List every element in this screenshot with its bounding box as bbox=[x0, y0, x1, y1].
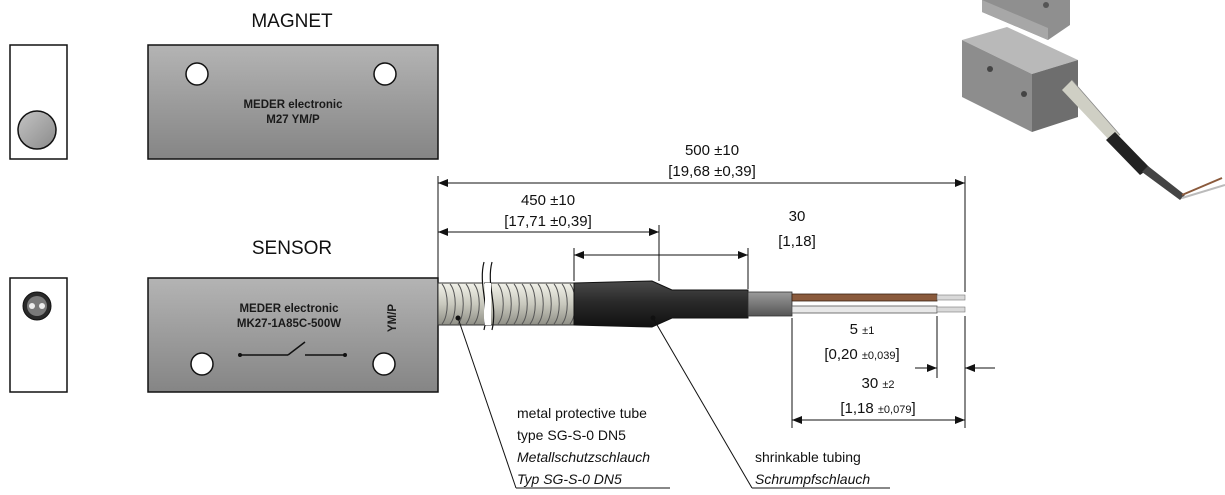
magnet-engraving-brand: MEDER electronic bbox=[243, 99, 343, 111]
callout-tube-line4: Typ SG-S-0 DN5 bbox=[517, 471, 622, 487]
tube-coil bbox=[537, 283, 544, 325]
sensor-engraving-side: YM/P bbox=[387, 304, 399, 332]
callout-tube-line3: Metallschutzschlauch bbox=[517, 449, 650, 465]
magnet-body: MEDER electronic M27 YM/P bbox=[147, 44, 439, 160]
wire-white-bare-end bbox=[936, 306, 966, 313]
wires bbox=[791, 293, 966, 314]
metal-protective-tube bbox=[437, 261, 579, 331]
wire-brown-bare-end bbox=[936, 294, 966, 301]
wire-brown bbox=[791, 293, 938, 302]
dimension-lines bbox=[437, 176, 995, 428]
dim-wire-value: 30 ±2 bbox=[861, 375, 894, 392]
sensor-mounting-hole-right bbox=[372, 352, 396, 376]
callout-shrink-line1: shrinkable tubing bbox=[755, 449, 861, 465]
dim-strip-inch: [0,20 ±0,039] bbox=[824, 346, 899, 363]
reed-switch-symbol bbox=[238, 341, 347, 357]
sensor-mounting-hole-left bbox=[190, 352, 214, 376]
tube-coil bbox=[513, 283, 520, 325]
callout-shrink-line2: Schrumpfschlauch bbox=[755, 471, 870, 487]
dim-wire-inch: [1,18 ±0,079] bbox=[840, 400, 915, 417]
dim-tube-inch: [17,71 ±0,39] bbox=[504, 213, 591, 230]
dim-tube-value: 450 ±10 bbox=[521, 192, 575, 209]
tube-coil bbox=[473, 283, 480, 325]
tube-coil bbox=[449, 283, 456, 325]
dim-shrink-inch: [1,18] bbox=[778, 233, 816, 250]
sensor-engraving-model: MK27-1A85C-500W bbox=[237, 318, 341, 330]
sensor-engraving-brand: MEDER electronic bbox=[239, 303, 339, 315]
sensor-body: MEDER electronic MK27-1A85C-500W YM/P bbox=[147, 277, 439, 393]
tube-coil bbox=[529, 283, 536, 325]
dim-strip-value: 5 ±1 bbox=[850, 321, 875, 338]
magnet-mounting-hole-right bbox=[373, 62, 397, 86]
tube-coil bbox=[505, 283, 512, 325]
magnet-mounting-hole-left bbox=[185, 62, 209, 86]
dim-shrink-value: 30 bbox=[789, 208, 806, 225]
wire-white bbox=[791, 305, 938, 314]
callout-leaders bbox=[455, 315, 890, 489]
tube-coil bbox=[545, 283, 552, 325]
callout-tube-line1: metal protective tube bbox=[517, 405, 647, 421]
product-photo bbox=[962, 0, 1225, 200]
tube-coil bbox=[521, 283, 528, 325]
tube-coil bbox=[561, 283, 568, 325]
sensor-title: SENSOR bbox=[252, 238, 332, 259]
sensor-end-view bbox=[9, 277, 68, 393]
magnet-engraving-model: M27 YM/P bbox=[266, 114, 320, 126]
dim-total-value: 500 ±10 bbox=[685, 142, 739, 159]
tube-coil bbox=[465, 283, 472, 325]
tube-coil bbox=[497, 283, 504, 325]
cable-sheath bbox=[747, 291, 793, 317]
callout-tube-line2: type SG-S-0 DN5 bbox=[517, 427, 626, 443]
shrinkable-tubing bbox=[573, 280, 749, 328]
tube-coil bbox=[553, 283, 560, 325]
magnet-title: MAGNET bbox=[251, 11, 333, 32]
dim-total-inch: [19,68 ±0,39] bbox=[668, 163, 755, 180]
tube-coil bbox=[441, 283, 448, 325]
magnet-end-view bbox=[9, 44, 68, 160]
